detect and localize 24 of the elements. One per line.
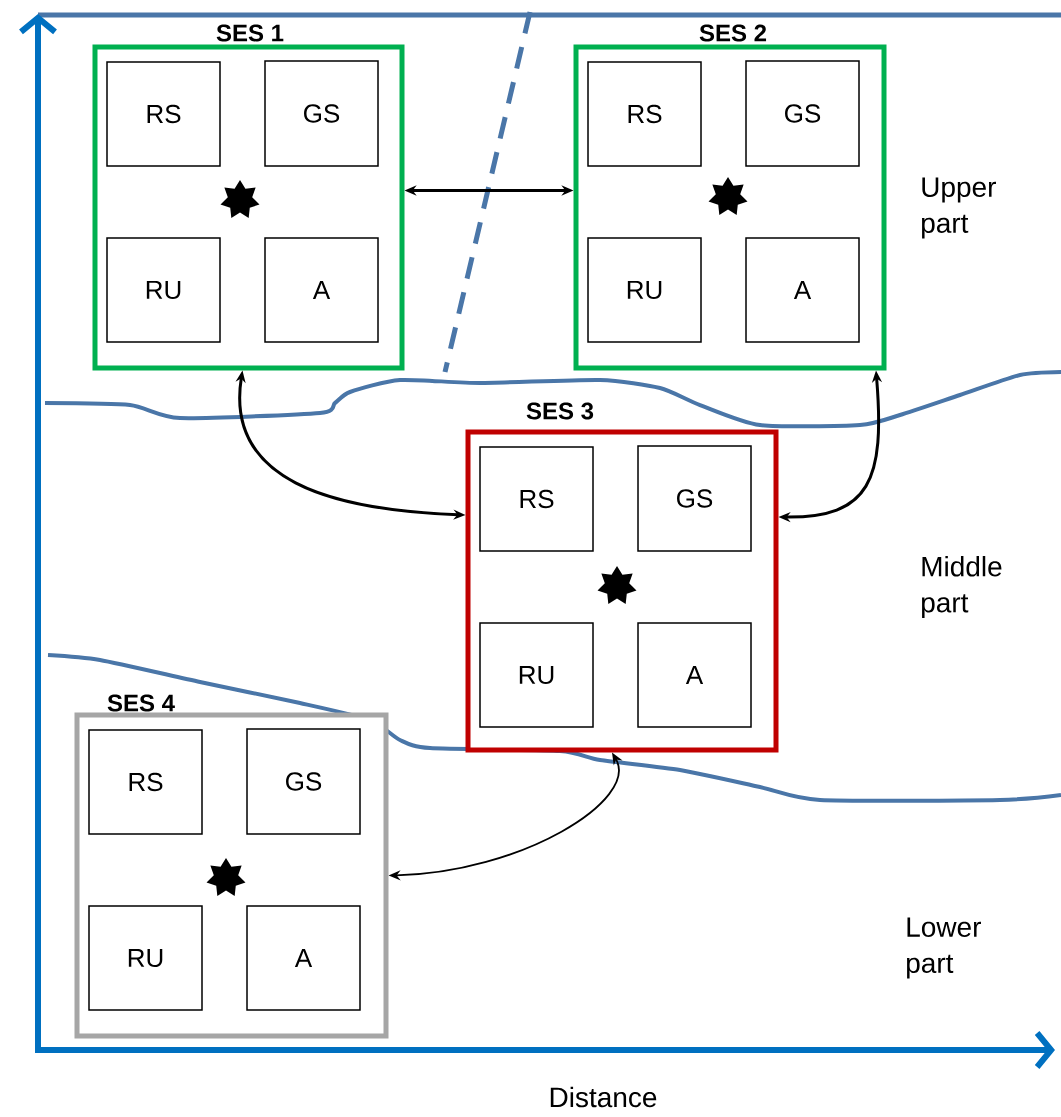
component-box: GS — [246, 728, 361, 835]
component-box: RS — [479, 446, 594, 552]
component-box: RU — [106, 237, 221, 343]
component-box: RU — [88, 905, 203, 1011]
component-box: GS — [745, 60, 860, 167]
component-box: GS — [264, 60, 379, 167]
axis-label: Distance — [550, 1086, 657, 1108]
component-box: A — [246, 905, 361, 1011]
component-box: A — [264, 237, 379, 343]
zone-label: Middle part — [922, 555, 1002, 619]
zone-label: Lower part — [907, 917, 981, 979]
component-box: A — [745, 237, 860, 343]
component-box: RU — [587, 237, 702, 343]
component-box: RS — [88, 729, 203, 835]
zone-label: Upper part — [922, 177, 996, 239]
component-box: A — [637, 622, 752, 728]
component-box: GS — [637, 445, 752, 552]
component-box: RU — [479, 622, 594, 728]
component-box: RS — [106, 61, 221, 167]
component-box: RS — [587, 61, 702, 167]
box-heading: SES 4 — [107, 694, 175, 712]
box-heading: SES 3 — [526, 402, 594, 420]
box-heading: SES 2 — [699, 24, 767, 42]
box-heading: SES 1 — [216, 24, 284, 42]
